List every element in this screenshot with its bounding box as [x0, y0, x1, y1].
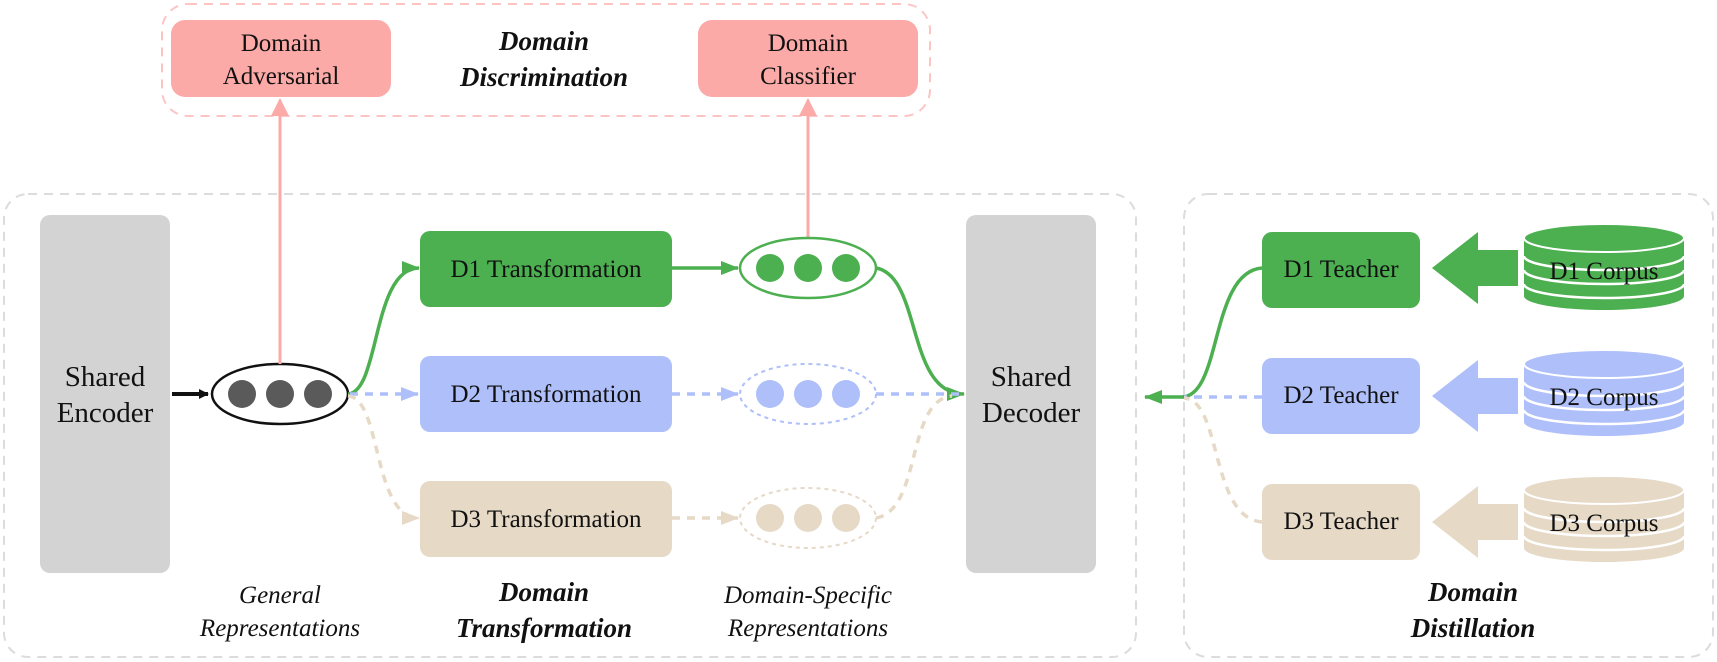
d3-teacher-label: D3 Teacher: [1283, 508, 1399, 535]
d1-teacher-to-decoder-line: [1181, 266, 1263, 399]
d1-transformation-box: [420, 231, 672, 307]
distillation-caption-line1: Domain: [1427, 577, 1518, 607]
shared-encoder-line1: Shared: [65, 361, 146, 393]
domain-classifier-line1: Domain: [768, 30, 849, 57]
d1-to-decoder-arrow: [875, 266, 965, 401]
domain-classifier-box: [698, 20, 918, 97]
shared-encoder-line2: Encoder: [57, 397, 154, 429]
domain-adversarial-line2: Adversarial: [223, 63, 340, 90]
discrimination-title-line1: Domain: [498, 26, 589, 56]
d3-corpus-stack: [1522, 475, 1686, 562]
d1-dot-3: [832, 254, 860, 282]
d3-dot-3: [832, 504, 860, 532]
general-to-d3-arrow: [347, 394, 420, 525]
classifier-arrowhead: [799, 98, 817, 116]
d2-corpus-stack: [1522, 349, 1686, 436]
domain-adversarial-box: [171, 20, 391, 97]
d1-transformation-label: D1 Transformation: [451, 256, 642, 283]
specific-caption-line1: Domain-Specific: [723, 582, 892, 609]
d3-corpus-to-teacher-arrow: [1432, 486, 1518, 558]
domain-adversarial-line1: Domain: [241, 30, 322, 57]
d3-dot-2: [794, 504, 822, 532]
domain-classifier-line2: Classifier: [760, 63, 856, 90]
d2-teacher-box: [1262, 358, 1420, 434]
distillation-frame: [1183, 193, 1714, 658]
d2-teacher-label: D2 Teacher: [1283, 382, 1399, 409]
general-caption-line1: General: [239, 582, 321, 609]
d1-teacher-box: [1262, 232, 1420, 308]
main-frame: [3, 193, 1137, 658]
d3-corpus-label: D3 Corpus: [1549, 510, 1658, 537]
general-dot-3: [304, 380, 332, 408]
d1-dot-2: [794, 254, 822, 282]
general-caption-line2: Representations: [199, 615, 360, 642]
d2-transformation-box: [420, 356, 672, 432]
d2-transformation-label: D2 Transformation: [451, 381, 642, 408]
d1-teacher-label: D1 Teacher: [1283, 256, 1399, 283]
d2-dot-1: [756, 380, 784, 408]
d1-dot-1: [756, 254, 784, 282]
specific-caption-line2: Representations: [727, 615, 888, 642]
d3-to-decoder-arrow: [875, 394, 953, 520]
distillation-caption-line2: Distillation: [1410, 613, 1536, 643]
d3-transformation-label: D3 Transformation: [451, 506, 642, 533]
d3-dot-1: [756, 504, 784, 532]
adversarial-arrowhead: [271, 98, 289, 116]
d2-corpus-label: D2 Corpus: [1549, 384, 1658, 411]
d3-transformation-box: [420, 481, 672, 557]
transformation-caption-line1: Domain: [498, 577, 589, 607]
d2-dot-2: [794, 380, 822, 408]
d1-corpus-to-teacher-arrow: [1432, 232, 1518, 304]
d1-corpus-stack: [1522, 223, 1686, 310]
shared-encoder-block: [40, 215, 170, 573]
discrimination-title-line2: Discrimination: [459, 62, 628, 92]
shared-decoder-line2: Decoder: [982, 397, 1081, 429]
d1-corpus-label: D1 Corpus: [1549, 258, 1658, 285]
transformation-caption-line2: Transformation: [456, 613, 632, 643]
d2-dot-3: [832, 380, 860, 408]
general-dot-1: [228, 380, 256, 408]
d2-corpus-to-teacher-arrow: [1432, 360, 1518, 432]
general-dot-2: [266, 380, 294, 408]
shared-decoder-block: [966, 215, 1096, 573]
general-to-d1-arrow: [347, 261, 420, 396]
shared-decoder-line1: Shared: [991, 361, 1072, 393]
d3-teacher-to-decoder-line: [1183, 396, 1263, 524]
discrimination-frame: [161, 3, 931, 117]
d3-teacher-box: [1262, 484, 1420, 560]
